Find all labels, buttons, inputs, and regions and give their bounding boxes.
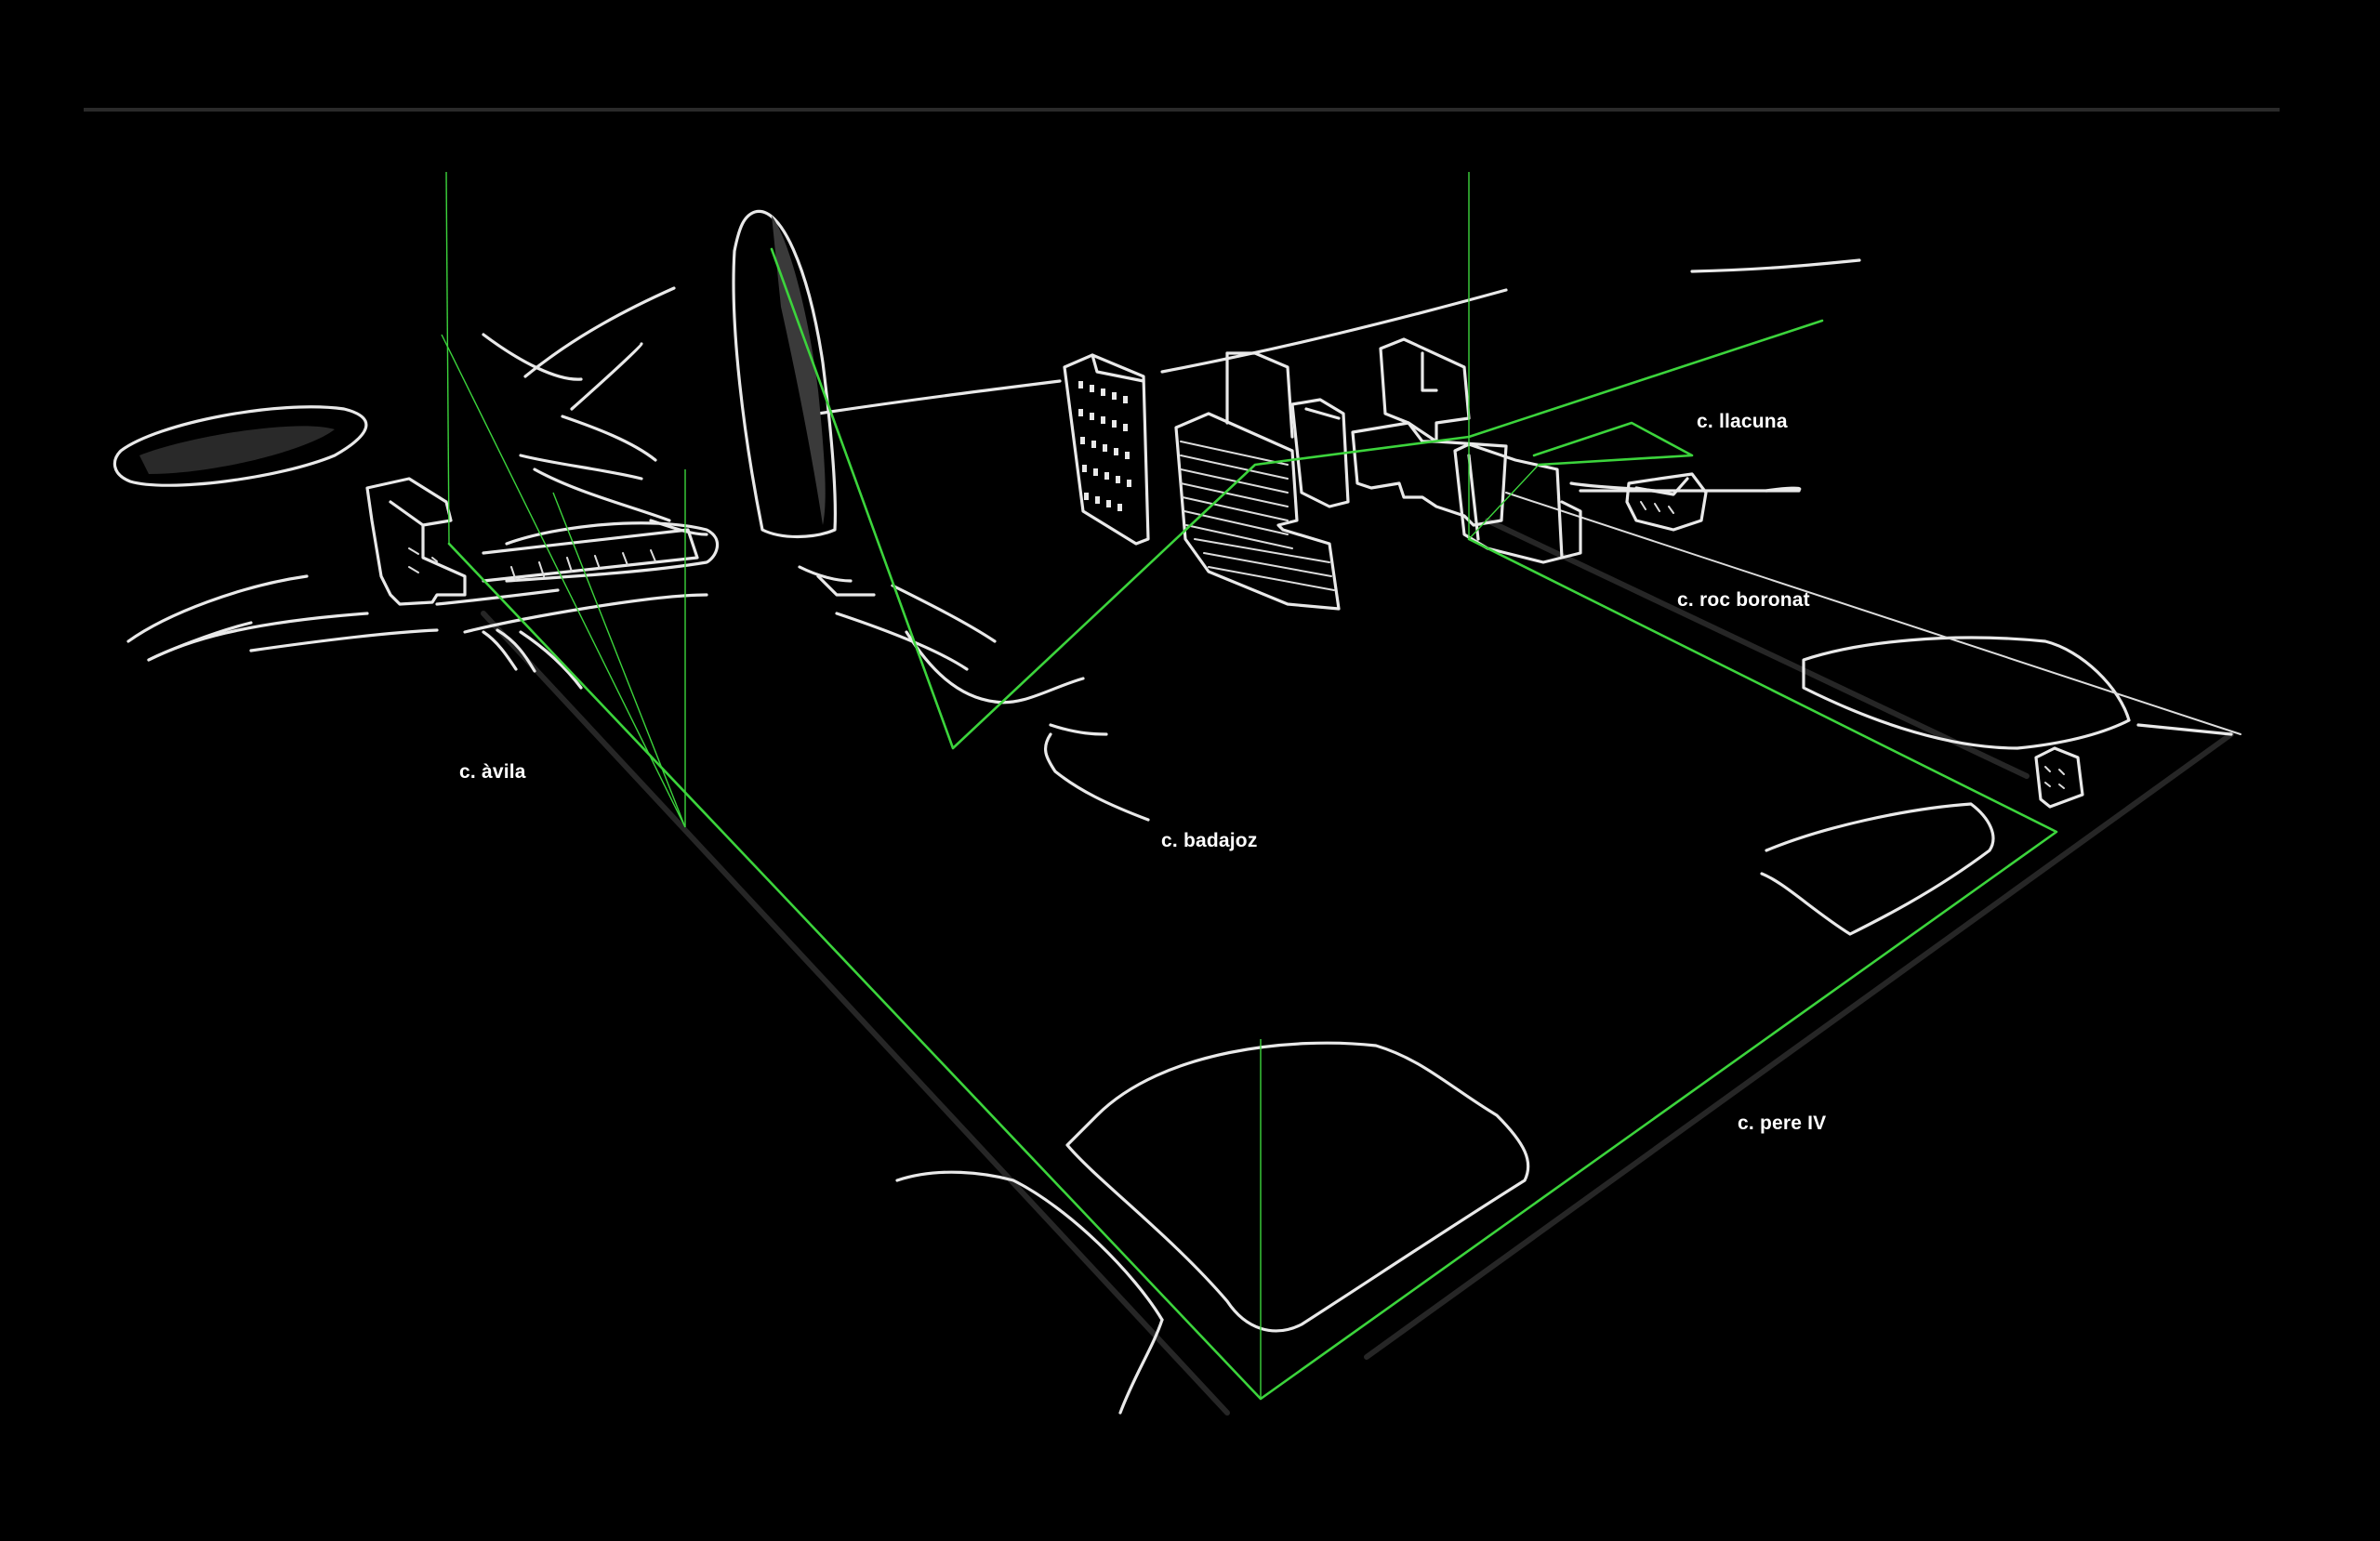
building-grid	[1063, 353, 1150, 546]
building-right-cluster	[1290, 337, 1582, 564]
street-label-avila: c. àvila	[459, 761, 526, 783]
small-building-far-right	[2034, 746, 2084, 809]
pond-oval	[112, 405, 368, 487]
street-label-llacuna: c. llacuna	[1697, 411, 1788, 432]
building-striped	[1174, 351, 1341, 611]
ground-shadow-edges	[481, 518, 2234, 1416]
site-outline-highlight	[441, 171, 2058, 1401]
small-house-right	[1625, 472, 1708, 532]
agbar-tower	[732, 209, 838, 539]
street-label-badajoz: c. badajoz	[1161, 830, 1258, 851]
street-label-pere-iv: c. pere IV	[1738, 1113, 1827, 1134]
street-label-roc-boronat: c. roc boronat	[1677, 589, 1810, 611]
building-left-cluster	[365, 477, 699, 606]
